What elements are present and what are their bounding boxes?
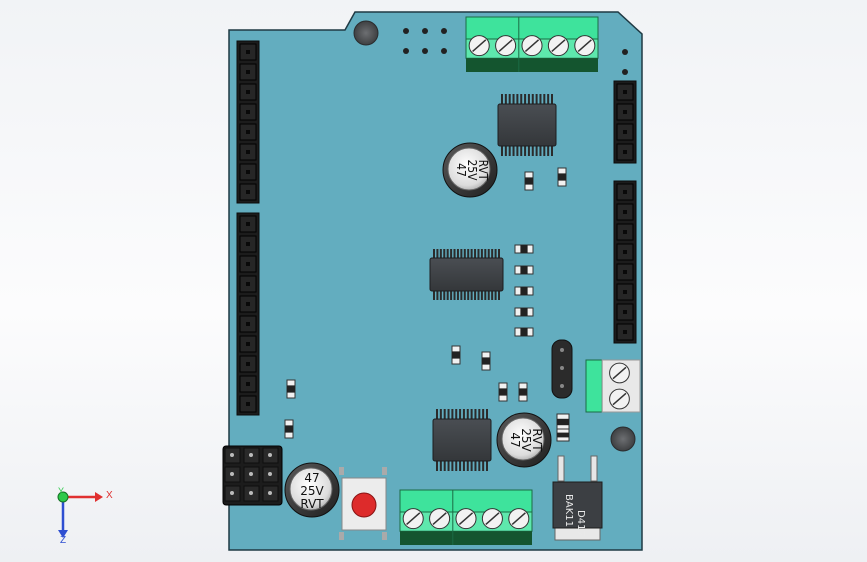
mounting-hole bbox=[610, 426, 636, 452]
cap-series: RVT bbox=[476, 160, 490, 181]
cap-series: RVT bbox=[300, 497, 324, 511]
side-terminal-block bbox=[585, 359, 641, 413]
bottom-terminal-block bbox=[399, 489, 533, 545]
ic-chip-middle bbox=[429, 249, 504, 300]
regulator-marking-2: D417 bbox=[575, 510, 586, 537]
coordinate-triad: X Z Y bbox=[57, 486, 113, 546]
cap-value: 47 bbox=[508, 432, 522, 447]
regulator-marking-1: BAK11 bbox=[563, 494, 574, 527]
cap-value: 47 bbox=[304, 471, 319, 485]
mounting-hole bbox=[353, 20, 379, 46]
cap-voltage: 25V bbox=[465, 159, 479, 181]
right-pin-header-bottom bbox=[613, 180, 637, 344]
cap-value: 47 bbox=[454, 163, 468, 177]
left-pin-header-top bbox=[236, 40, 260, 204]
z-axis-label: Z bbox=[60, 535, 66, 546]
left-pin-header-bottom bbox=[236, 212, 260, 416]
cap-series: RVT bbox=[530, 428, 544, 452]
x-axis-label: X bbox=[106, 490, 113, 501]
cap-voltage: 25V bbox=[519, 428, 533, 452]
right-pin-header-top bbox=[613, 80, 637, 164]
top-terminal-block bbox=[465, 16, 599, 72]
jumper-header bbox=[551, 339, 573, 399]
cap-voltage: 25V bbox=[300, 484, 324, 498]
via-dots bbox=[403, 28, 628, 75]
ic-chip-bottom bbox=[432, 409, 492, 471]
ic-chip-top bbox=[497, 94, 557, 156]
capacitor-2: 47 25V RVT bbox=[496, 412, 552, 468]
capacitor-3: 47 25V RVT bbox=[284, 462, 340, 518]
voltage-regulator: BAK11 D417 bbox=[552, 455, 603, 541]
capacitor-1: 47 25V RVT bbox=[442, 142, 498, 198]
smd-components bbox=[284, 167, 570, 442]
icsp-header bbox=[222, 445, 283, 506]
reset-button[interactable] bbox=[339, 467, 387, 540]
y-axis-label: Y bbox=[58, 486, 64, 496]
